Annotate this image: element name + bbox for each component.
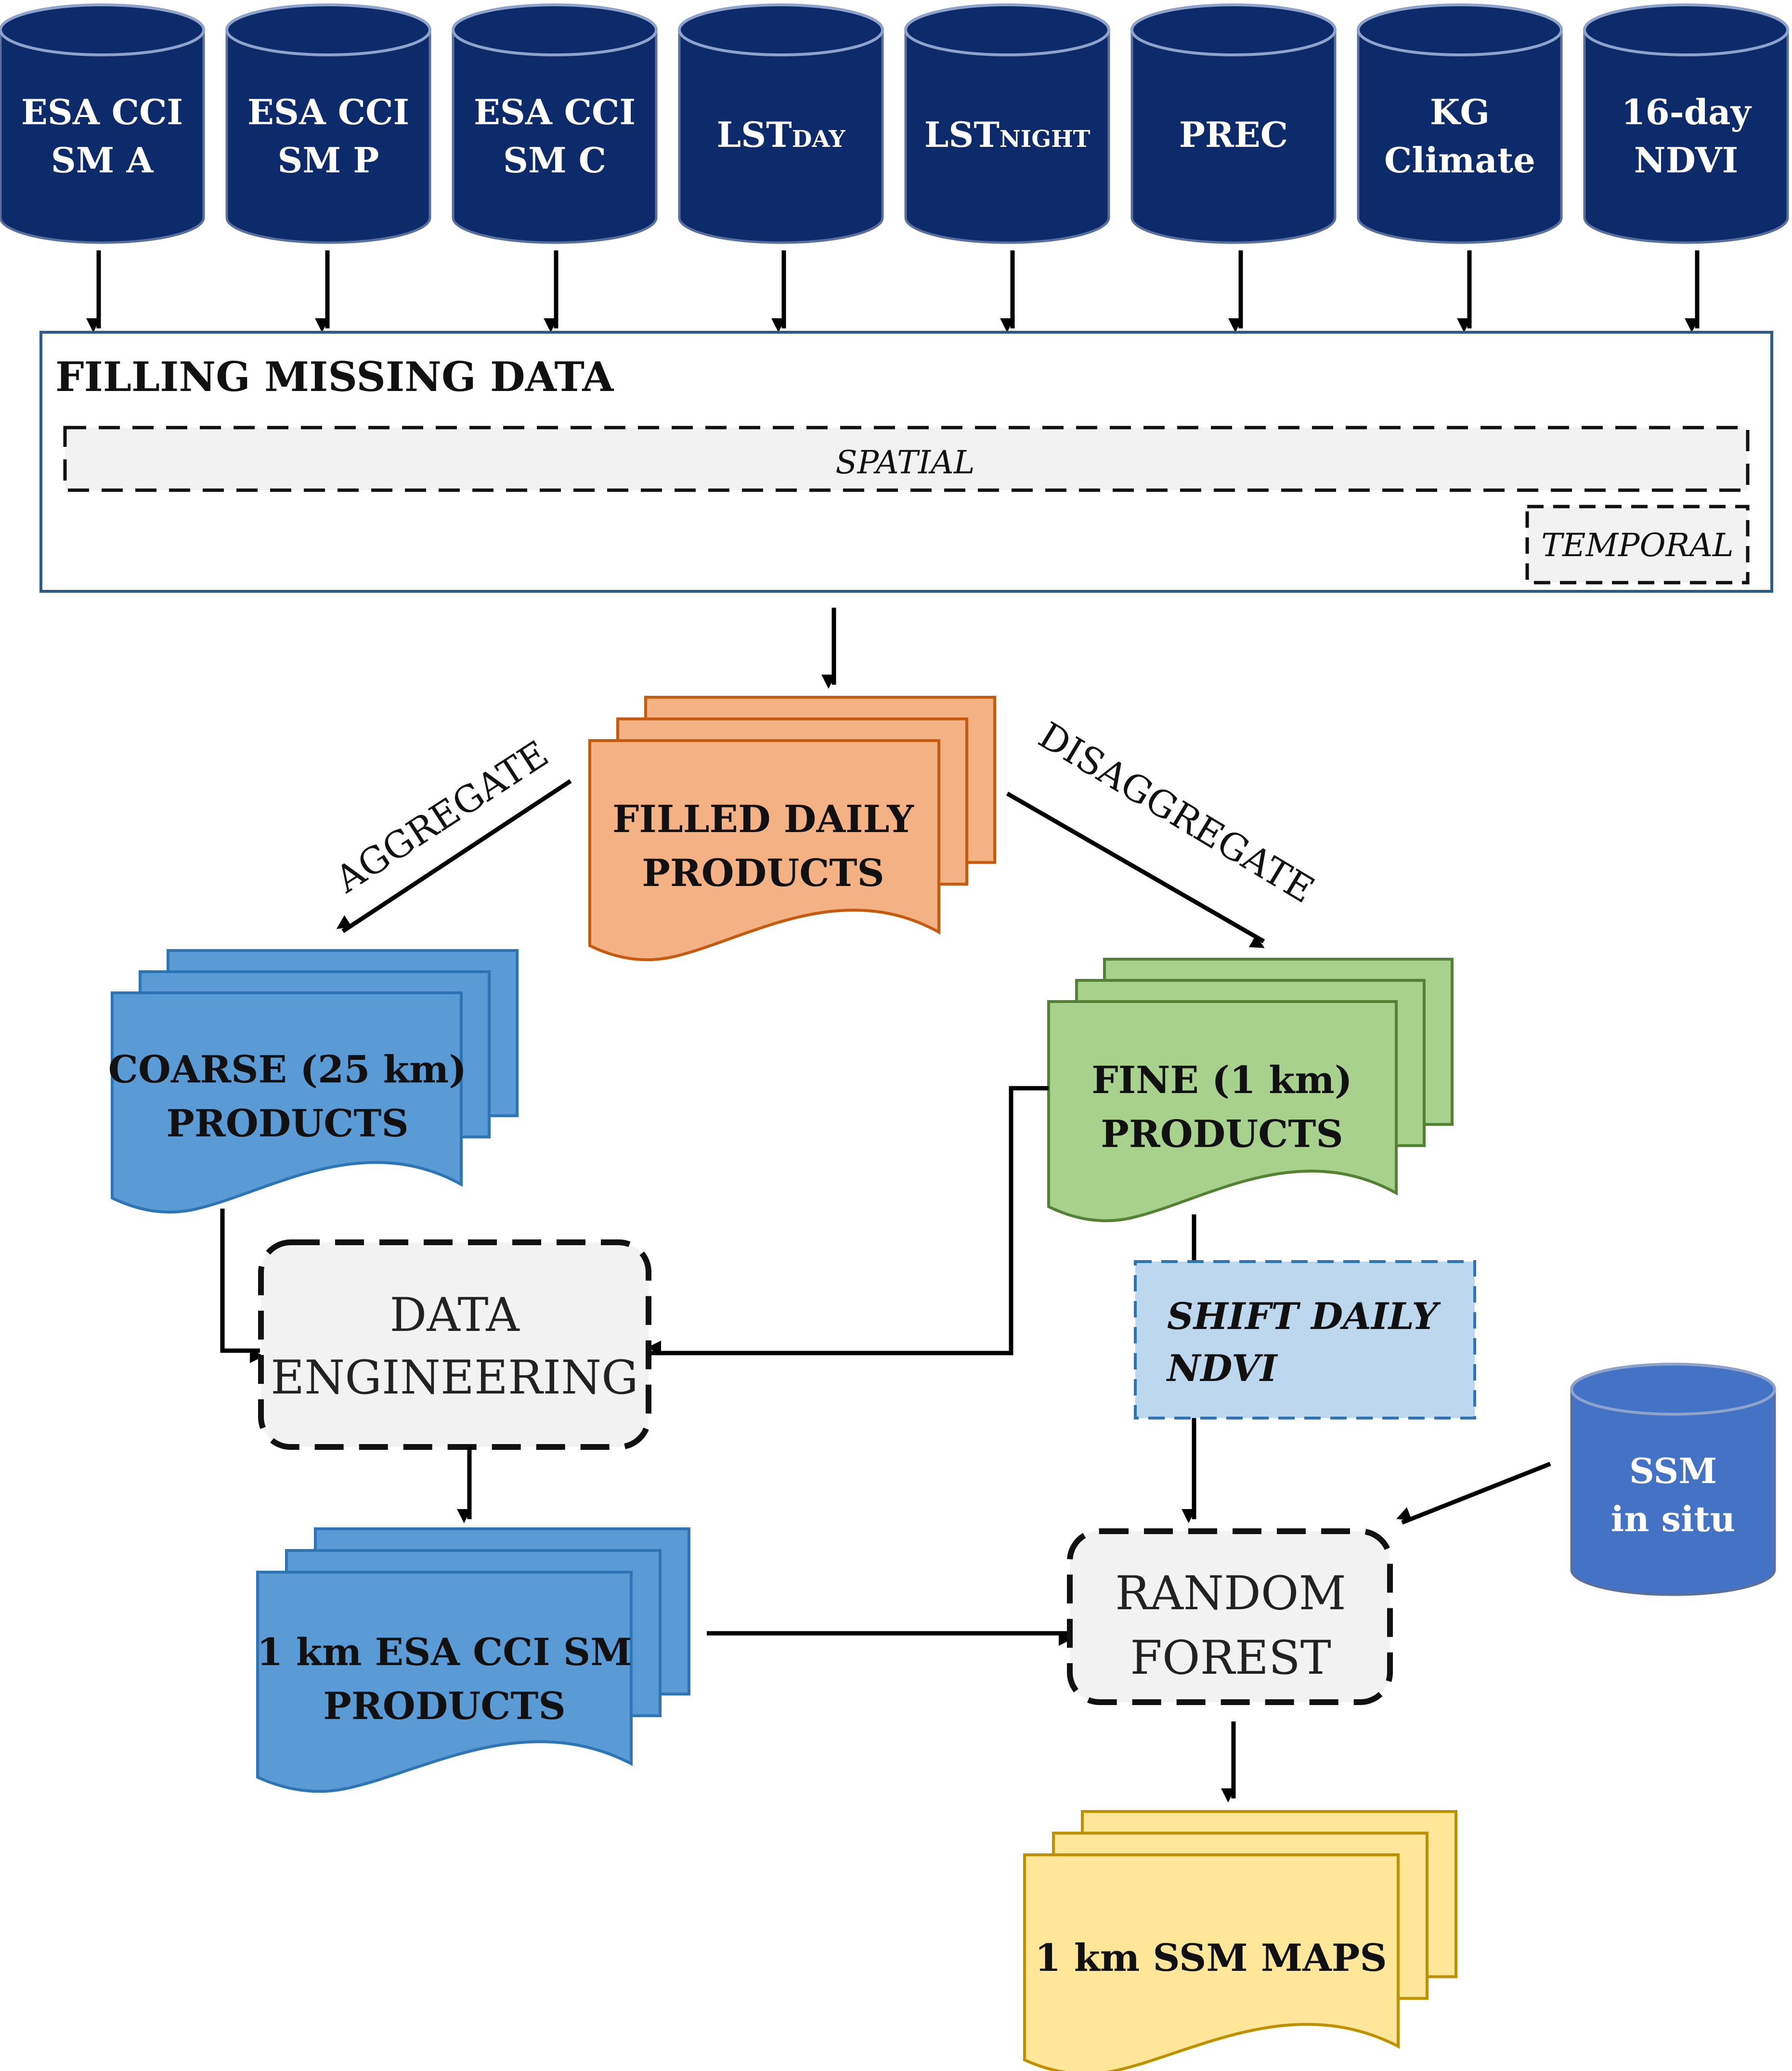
ssm-in-situ-database: SSM in situ xyxy=(1570,1363,1776,1596)
db-lst-day-main: LST xyxy=(717,114,792,155)
random-forest-line1: RANDOM xyxy=(1115,1566,1346,1620)
db-kg-climate: KG Climate xyxy=(1357,3,1563,244)
input-arrows xyxy=(86,250,1700,333)
arrow-ssm-to-forest xyxy=(1396,1461,1551,1525)
spatial-box xyxy=(63,426,1750,492)
temporal-box xyxy=(1525,505,1750,585)
shift-line1: SHIFT DAILY xyxy=(1167,1295,1441,1338)
arrow-disaggregate xyxy=(1006,792,1265,948)
aggregate-label: AGGREGATE xyxy=(327,732,556,901)
1km-esa-cci-sm-products-front-page xyxy=(256,1571,633,1793)
filled-daily-products: FILLED DAILY PRODUCTS xyxy=(588,696,996,962)
shift-line2: NDVI xyxy=(1166,1347,1278,1390)
db-sm-p: ESA CCI SM P xyxy=(225,3,431,244)
db-lst-day: LSTDAY xyxy=(678,3,884,244)
db-lst-night: LSTNIGHT xyxy=(904,3,1110,244)
db-sm-c: ESA CCI SM C xyxy=(452,3,658,244)
db-prec-label-1: PREC xyxy=(1179,114,1288,155)
ssm-in-situ-cylinder: SSM in situ xyxy=(1570,1363,1776,1596)
coarse-products-front-page xyxy=(111,991,463,1214)
1km-esa-cci-sm-products-line2: PRODUCTS xyxy=(323,1684,566,1728)
fine-products-line2: PRODUCTS xyxy=(1101,1112,1343,1156)
1km-ssm-maps-front-page xyxy=(1023,1853,1400,2071)
fine-products-line1: FINE (1 km) xyxy=(1091,1058,1352,1102)
random-forest-line2: FOREST xyxy=(1130,1631,1331,1685)
db-sm-p-label-1: ESA CCI xyxy=(247,91,409,132)
1km-ssm-maps: 1 km SSM MAPS xyxy=(1023,1810,1457,2071)
fine-products: FINE (1 km) PRODUCTS xyxy=(1047,958,1454,1223)
arrow-aggregate xyxy=(336,779,572,933)
1km-ssm-maps-line1: 1 km SSM MAPS xyxy=(1035,1936,1387,1980)
filling-missing-data-box: FILLING MISSING DATA SPATIAL TEMPORAL xyxy=(39,331,1773,593)
product-stacks: FILLED DAILY PRODUCTS COARSE (25 km) PRODUC… xyxy=(108,696,1457,2071)
coarse-products-line2: PRODUCTS xyxy=(166,1102,409,1146)
filled-daily-products-line1: FILLED DAILY xyxy=(612,797,914,841)
db-lst-night-subscript: NIGHT xyxy=(1000,126,1091,153)
data-engineering-line1: DATA xyxy=(390,1288,520,1342)
fine-products-front-page xyxy=(1047,1000,1398,1223)
db-lst-night-label: LSTNIGHT xyxy=(924,114,1091,155)
db-sm-a: ESA CCI SM A xyxy=(0,3,205,244)
db-sm-c-label-1: ESA CCI xyxy=(474,91,636,132)
db-kg-climate-label-1: KG xyxy=(1430,91,1490,132)
disaggregate-label: DISAGGREGATE xyxy=(1031,714,1322,912)
data-engineering-line2: ENGINEERING xyxy=(271,1351,638,1405)
db-ndvi-label-2: NDVI xyxy=(1634,140,1739,181)
coarse-products-line1: COARSE (25 km) xyxy=(108,1048,467,1092)
db-lst-night-main: LST xyxy=(924,114,1000,155)
db-lst-day-subscript: DAY xyxy=(792,126,845,153)
db-sm-p-label-2: SM P xyxy=(278,140,379,181)
db-kg-climate-label-2: Climate xyxy=(1384,140,1535,181)
temporal-label: TEMPORAL xyxy=(1541,527,1733,564)
filling-title: FILLING MISSING DATA xyxy=(55,353,614,401)
ssm-in-situ-line1: SSM xyxy=(1629,1450,1717,1491)
db-prec: PREC xyxy=(1130,3,1337,244)
ssm-in-situ-line2: in situ xyxy=(1611,1498,1735,1539)
arrow-fine-to-engineering xyxy=(647,1086,1049,1355)
random-forest-process: RANDOM FOREST xyxy=(1067,1528,1393,1705)
arrow-coarse-to-engineering xyxy=(220,1209,264,1363)
db-sm-a-label-2: SM A xyxy=(51,140,154,181)
db-sm-a-label-1: ESA CCI xyxy=(21,91,183,132)
filled-daily-products-line2: PRODUCTS xyxy=(642,851,884,895)
db-ndvi-label-1: 16-day xyxy=(1622,91,1752,132)
db-sm-c-label-2: SM C xyxy=(503,140,606,181)
1km-esa-cci-sm-products: 1 km ESA CCI SM PRODUCTS xyxy=(256,1527,690,1793)
shift-daily-ndvi-box: SHIFT DAILY NDVI xyxy=(1134,1260,1476,1420)
filled-daily-products-front-page xyxy=(588,739,940,962)
db-lst-day-label: LSTDAY xyxy=(717,114,846,155)
spatial-label: SPATIAL xyxy=(835,444,974,481)
1km-esa-cci-sm-products-line1: 1 km ESA CCI SM xyxy=(257,1630,632,1674)
coarse-products: COARSE (25 km) PRODUCTS xyxy=(108,949,519,1214)
data-engineering-process: DATA ENGINEERING xyxy=(258,1239,651,1450)
